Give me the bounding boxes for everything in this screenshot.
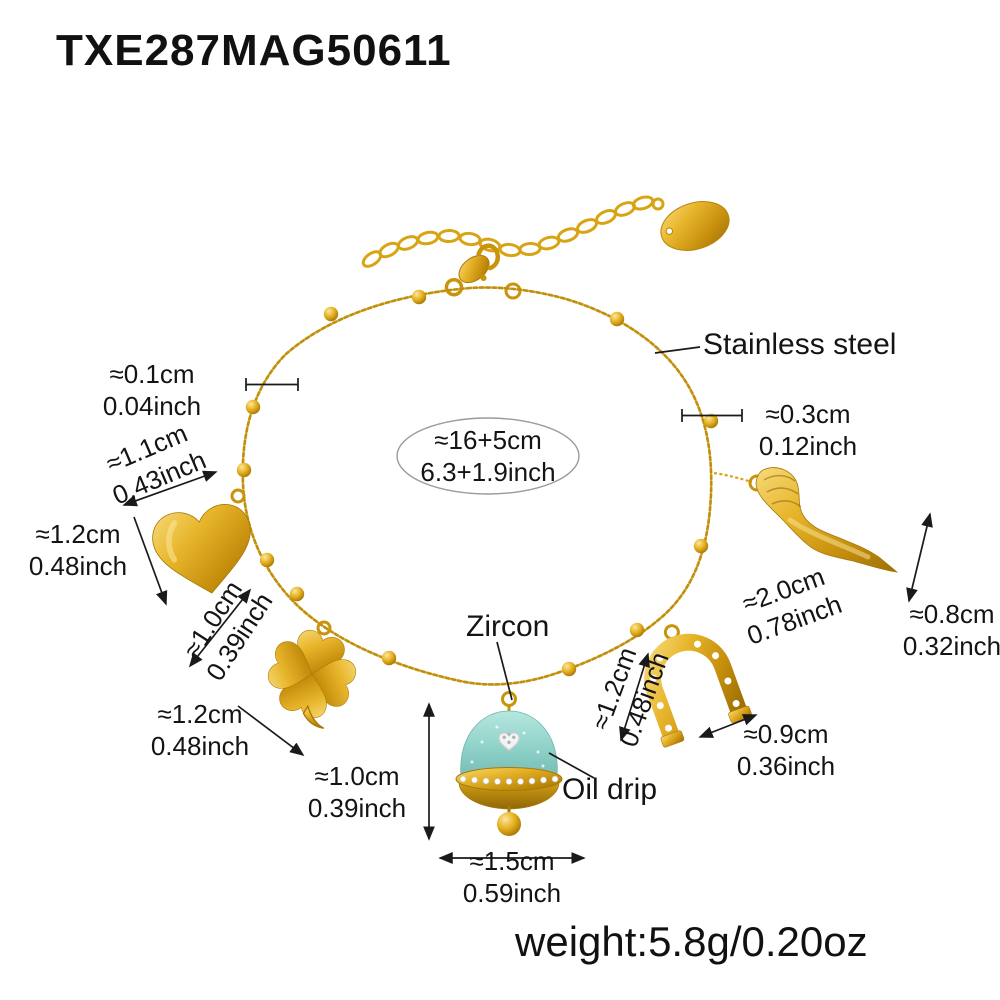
- bell-clapper-ball: [497, 812, 521, 836]
- heart-charm-icon: [148, 500, 261, 603]
- dim-heart-height: ≈1.2cm 0.48inch: [28, 519, 128, 582]
- dim-horn-width: ≈0.8cm 0.32inch: [902, 599, 1000, 662]
- dimension-arrows: [122, 346, 933, 864]
- size-reference-oval: [396, 417, 580, 495]
- clasp-ring: [504, 282, 522, 300]
- clover-drop-arrow: [237, 705, 305, 757]
- dim-chain-thickness: ≈0.1cm 0.04inch: [102, 359, 202, 422]
- bead-diameter-bracket: [681, 409, 743, 422]
- dim-clover-drop: ≈1.2cm 0.48inch: [150, 699, 250, 762]
- oil-drip-label: Oil drip: [562, 773, 658, 806]
- stainless-leader-line: [654, 346, 701, 354]
- dim-bead-diameter: ≈0.3cm 0.12inch: [758, 399, 858, 462]
- heart-height-arrow: [133, 516, 168, 606]
- zircon-pave-heart: [498, 732, 520, 752]
- lobster-clasp-icon: [444, 243, 501, 297]
- product-weight: weight:5.8g/0.20oz: [515, 918, 868, 965]
- extension-chain: [361, 195, 665, 268]
- horn-width-arrow: [906, 512, 933, 603]
- clover-charm-icon: [264, 626, 360, 729]
- oil-drip-leader-line: [548, 752, 595, 779]
- zircon-leader-line: [496, 641, 513, 701]
- dim-total-length: ≈16+5cm 6.3+1.9inch: [420, 425, 556, 488]
- dim-bell-height: ≈1.0cm 0.39inch: [307, 761, 407, 824]
- chain-beads: [236, 289, 719, 677]
- horseshoe-width-arrow: [698, 714, 758, 738]
- clover-jump-ring: [316, 620, 332, 636]
- heart-jump-ring: [230, 488, 246, 504]
- bell-charm-icon: [455, 691, 563, 836]
- clover-size-arrow: [188, 588, 252, 668]
- italian-horn-charm-icon: [713, 467, 899, 573]
- horseshoe-height-arrow: [619, 652, 650, 742]
- horseshoe-charm-icon: [644, 624, 752, 748]
- material-label: Stainless steel: [703, 328, 897, 361]
- dim-bell-width: ≈1.5cm 0.59inch: [462, 846, 562, 909]
- chain-thickness-bracket: [245, 378, 299, 391]
- bell-jump-ring: [501, 691, 517, 707]
- heart-width-arrow: [122, 470, 218, 507]
- product-sku: TXE287MAG50611: [56, 26, 452, 75]
- zircon-label: Zircon: [466, 610, 550, 643]
- extension-tag: [660, 201, 730, 251]
- dim-horseshoe-width: ≈0.9cm 0.36inch: [736, 719, 836, 782]
